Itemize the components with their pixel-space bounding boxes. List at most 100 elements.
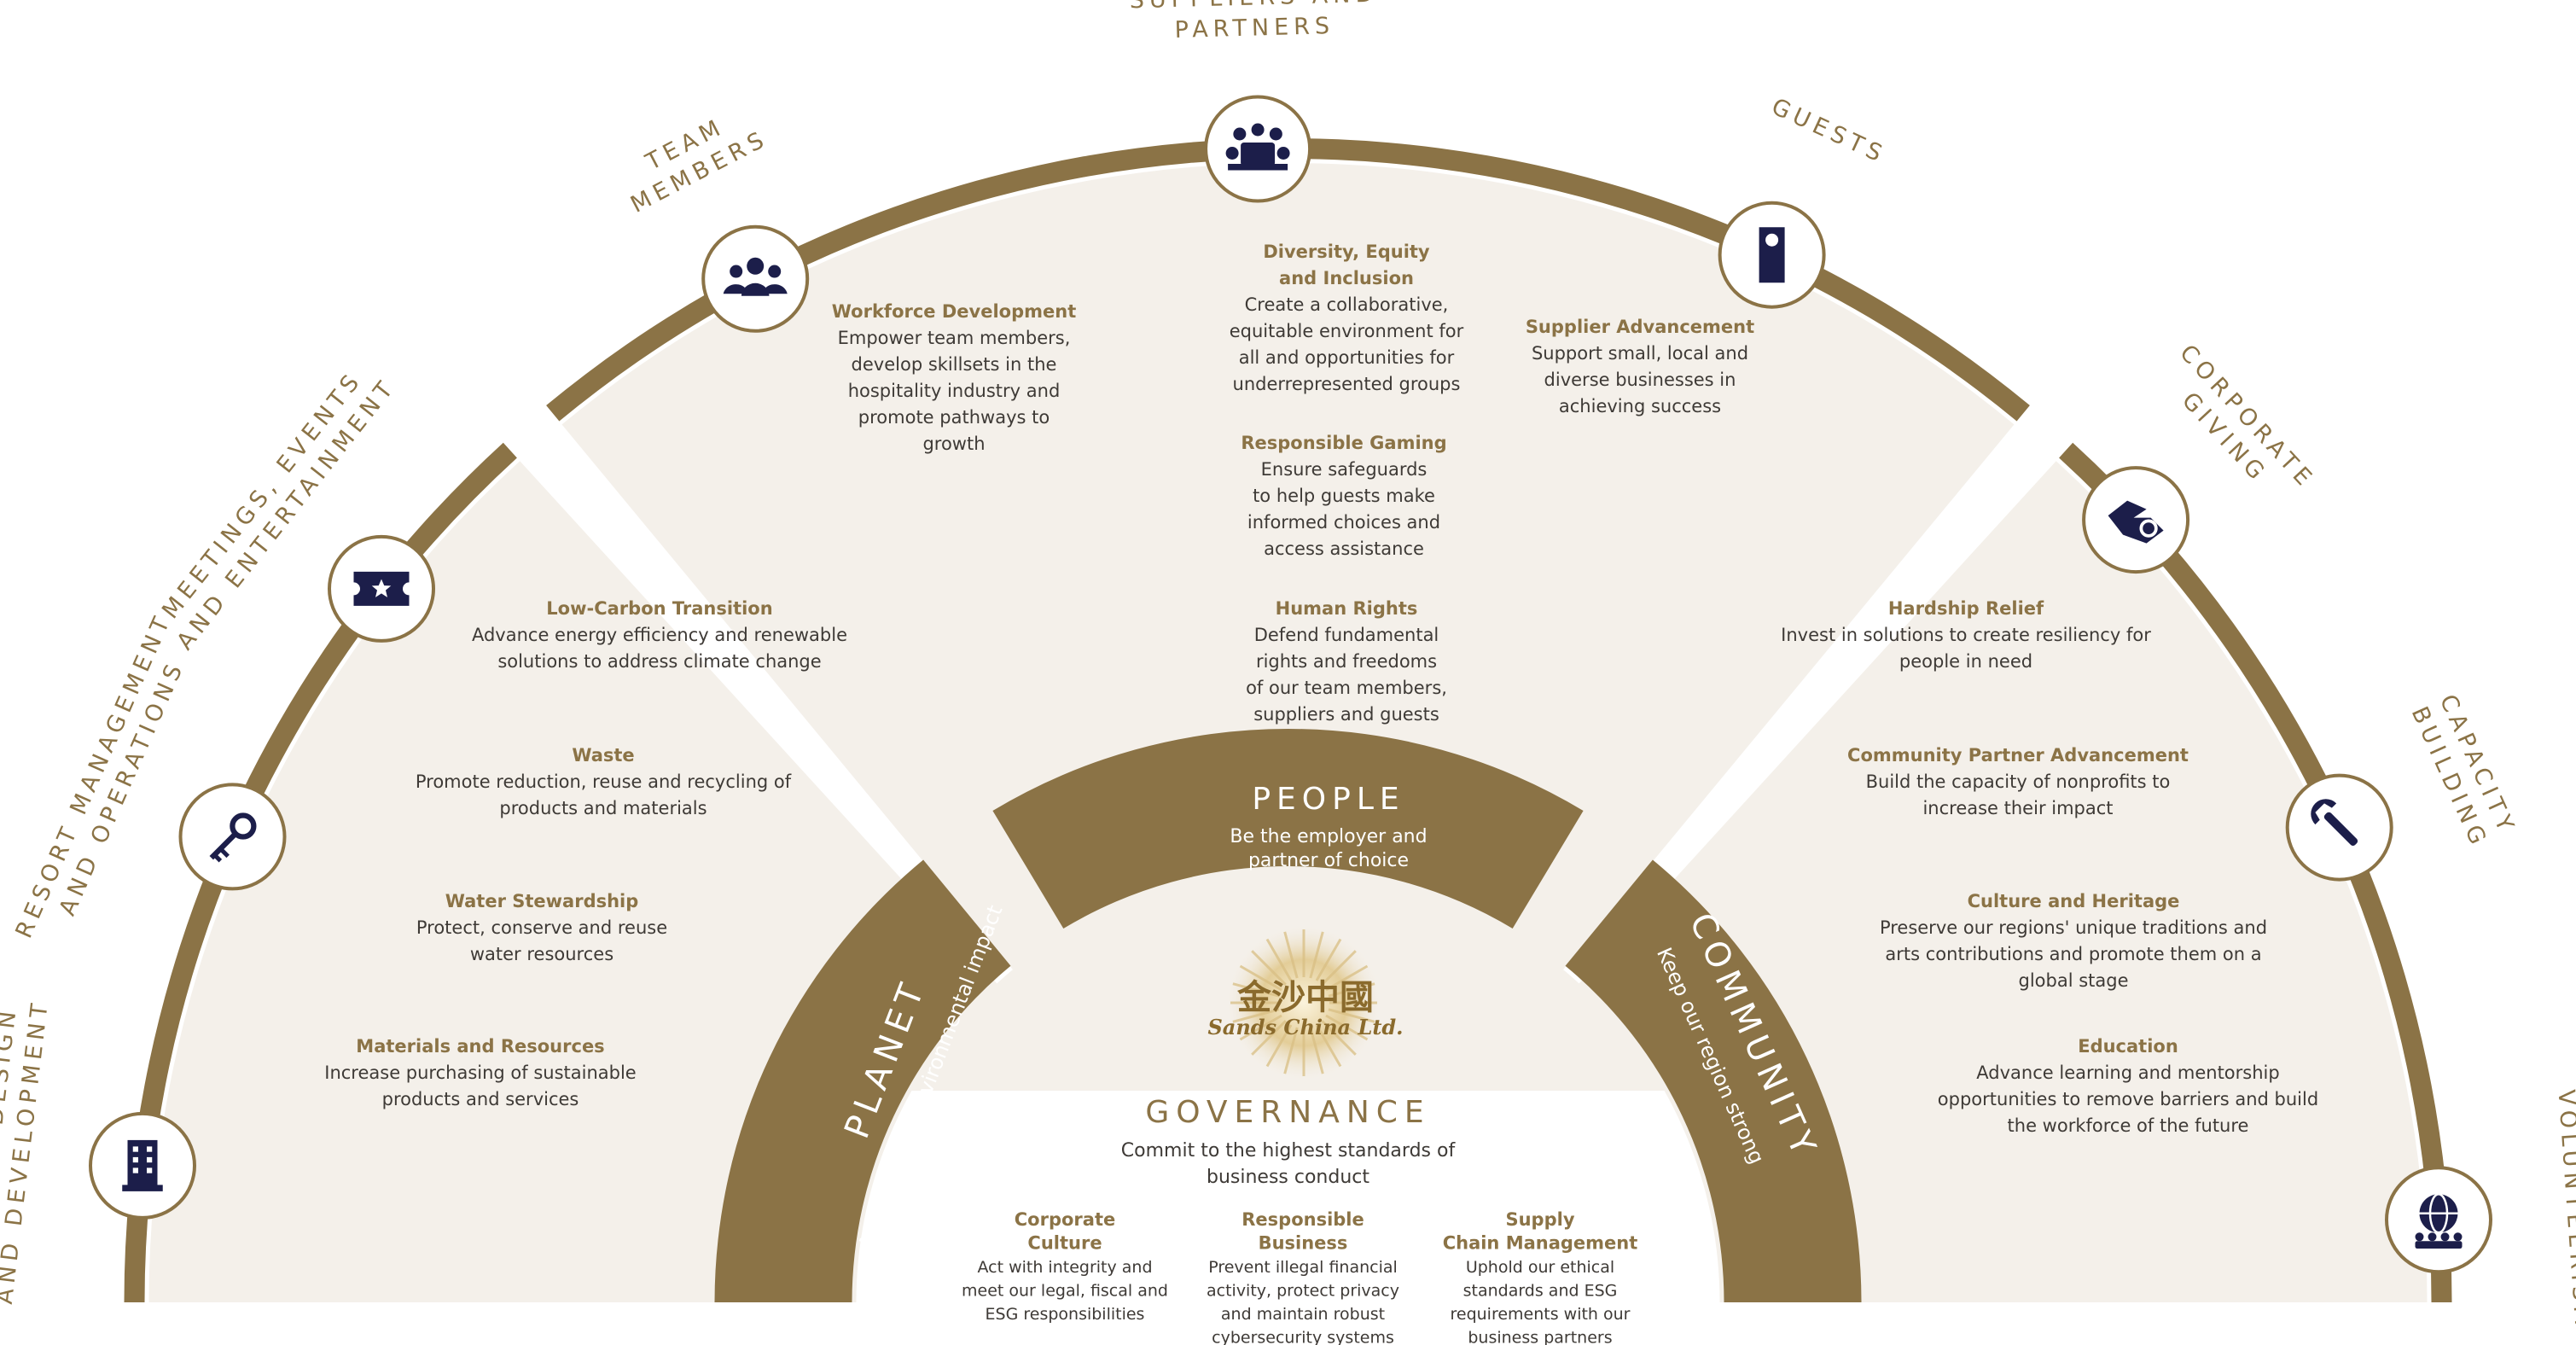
community-band: [1565, 859, 1862, 1302]
item-title: Responsible: [1241, 1209, 1364, 1230]
governance-subtitle: business conduct: [1207, 1167, 1369, 1188]
item-body: global stage: [2018, 970, 2128, 991]
item-body: Preserve our regions' unique traditions …: [1880, 917, 2267, 938]
item-body: suppliers and guests: [1253, 704, 1439, 725]
stakeholder-label: GUESTS: [1767, 93, 1890, 169]
item-body: all and opportunities for: [1239, 347, 1455, 368]
sunburst-ray: [1265, 938, 1293, 981]
sunburst-ray: [1325, 964, 1369, 992]
item-title: Human Rights: [1276, 598, 1418, 619]
sunburst-ray: [1265, 1024, 1293, 1068]
item-title: Responsible Gaming: [1241, 433, 1446, 453]
item-body: solutions to address climate change: [497, 651, 821, 672]
item-body: growth: [922, 434, 985, 454]
item-body: standards and ESG: [1463, 1282, 1618, 1301]
sunburst-ray: [1239, 1014, 1282, 1041]
logo-chinese-text: 金沙中國: [1236, 977, 1374, 1017]
item-body: water resources: [470, 944, 613, 964]
giving-hand-icon: [2108, 500, 2164, 544]
item-body: the workforce of the future: [2008, 1115, 2249, 1136]
sunburst-ray: [1315, 1024, 1342, 1068]
item-title: Community Partner Advancement: [1847, 745, 2189, 766]
item-title: Water Stewardship: [445, 891, 639, 911]
item-body: Ensure safeguards: [1261, 459, 1428, 480]
item-body: hospitality industry and: [848, 381, 1061, 401]
item-body: Create a collaborative,: [1245, 294, 1449, 315]
outer-ring: [124, 138, 2452, 1302]
stakeholder-label-line: RESORT MANAGEMENT: [11, 609, 177, 942]
sunburst-ray: [1309, 1027, 1324, 1074]
sunburst-ray: [1325, 1014, 1369, 1041]
meeting-table-icon: [1225, 123, 1290, 171]
item-body: rights and freedoms: [1256, 651, 1437, 672]
item-body: Protect, conserve and reuse: [416, 917, 667, 938]
item-body: Uphold our ethical: [1466, 1258, 1614, 1277]
item-body: Defend fundamental: [1254, 625, 1439, 645]
sunburst-ray: [1232, 982, 1280, 998]
sunburst-ray: [1328, 1008, 1375, 1023]
item-body: increase their impact: [1922, 798, 2113, 818]
item-body: Invest in solutions to create resiliency…: [1781, 625, 2151, 645]
item-body: underrepresented groups: [1233, 374, 1461, 394]
outer-ring-segment: [546, 138, 2030, 422]
item-title: Chain Management: [1443, 1233, 1638, 1254]
item-body: develop skillsets in the: [852, 354, 1057, 375]
governance-core: [856, 870, 1720, 1302]
item-title: Corporate: [1015, 1209, 1115, 1230]
item-title: Low-Carbon Transition: [546, 598, 772, 619]
people-subtitle: partner of choice: [1248, 850, 1409, 871]
sunburst-ray: [1283, 931, 1299, 979]
stakeholder-label-line: PARTNERS: [1174, 13, 1335, 44]
item-title: and Inclusion: [1279, 268, 1414, 288]
item-body: and maintain robust: [1221, 1305, 1385, 1324]
stakeholder-label: VOLUNTEERISM: [2553, 1089, 2576, 1331]
item-body: access assistance: [1264, 539, 1424, 559]
sunburst-ray: [1315, 938, 1342, 981]
wrench-icon: [2311, 799, 2358, 847]
item-body: products and materials: [499, 798, 707, 818]
item-body: business partners: [1468, 1329, 1612, 1345]
item-body: arts contributions and promote them on a: [1885, 944, 2261, 964]
item-body: products and services: [382, 1089, 579, 1109]
item-body: Promote reduction, reuse and recycling o…: [416, 771, 792, 792]
sunburst-ray: [1232, 1008, 1280, 1023]
sunburst-ray: [1239, 964, 1282, 992]
item-body: promote pathways to: [858, 407, 1050, 428]
people-subtitle: Be the employer and: [1230, 826, 1427, 847]
node-circle: [701, 224, 810, 333]
stakeholder-label: SUPPLIERS ANDPARTNERS: [1129, 0, 1378, 44]
governance-panel: [856, 1091, 1720, 1302]
sunburst-ray: [1328, 982, 1375, 998]
item-title: Education: [2078, 1036, 2178, 1057]
stakeholder-node: SUPPLIERS ANDPARTNERS: [1129, 0, 1379, 203]
item-body: equitable environment for: [1230, 321, 1464, 341]
item-body: Prevent illegal financial: [1208, 1258, 1398, 1277]
item-title: Supplier Advancement: [1526, 317, 1754, 337]
sunburst-ray: [1321, 1020, 1357, 1056]
ticket-icon: [353, 571, 410, 606]
item-title: Business: [1259, 1233, 1348, 1254]
planet-band: [714, 859, 1011, 1302]
item-title: Diversity, Equity: [1263, 242, 1430, 262]
item-body: Act with integrity and: [977, 1258, 1152, 1277]
sunburst-ray: [1309, 931, 1324, 979]
item-body: Advance learning and mentorship: [1976, 1063, 2279, 1083]
stakeholder-node: GUESTS: [1718, 93, 1891, 309]
